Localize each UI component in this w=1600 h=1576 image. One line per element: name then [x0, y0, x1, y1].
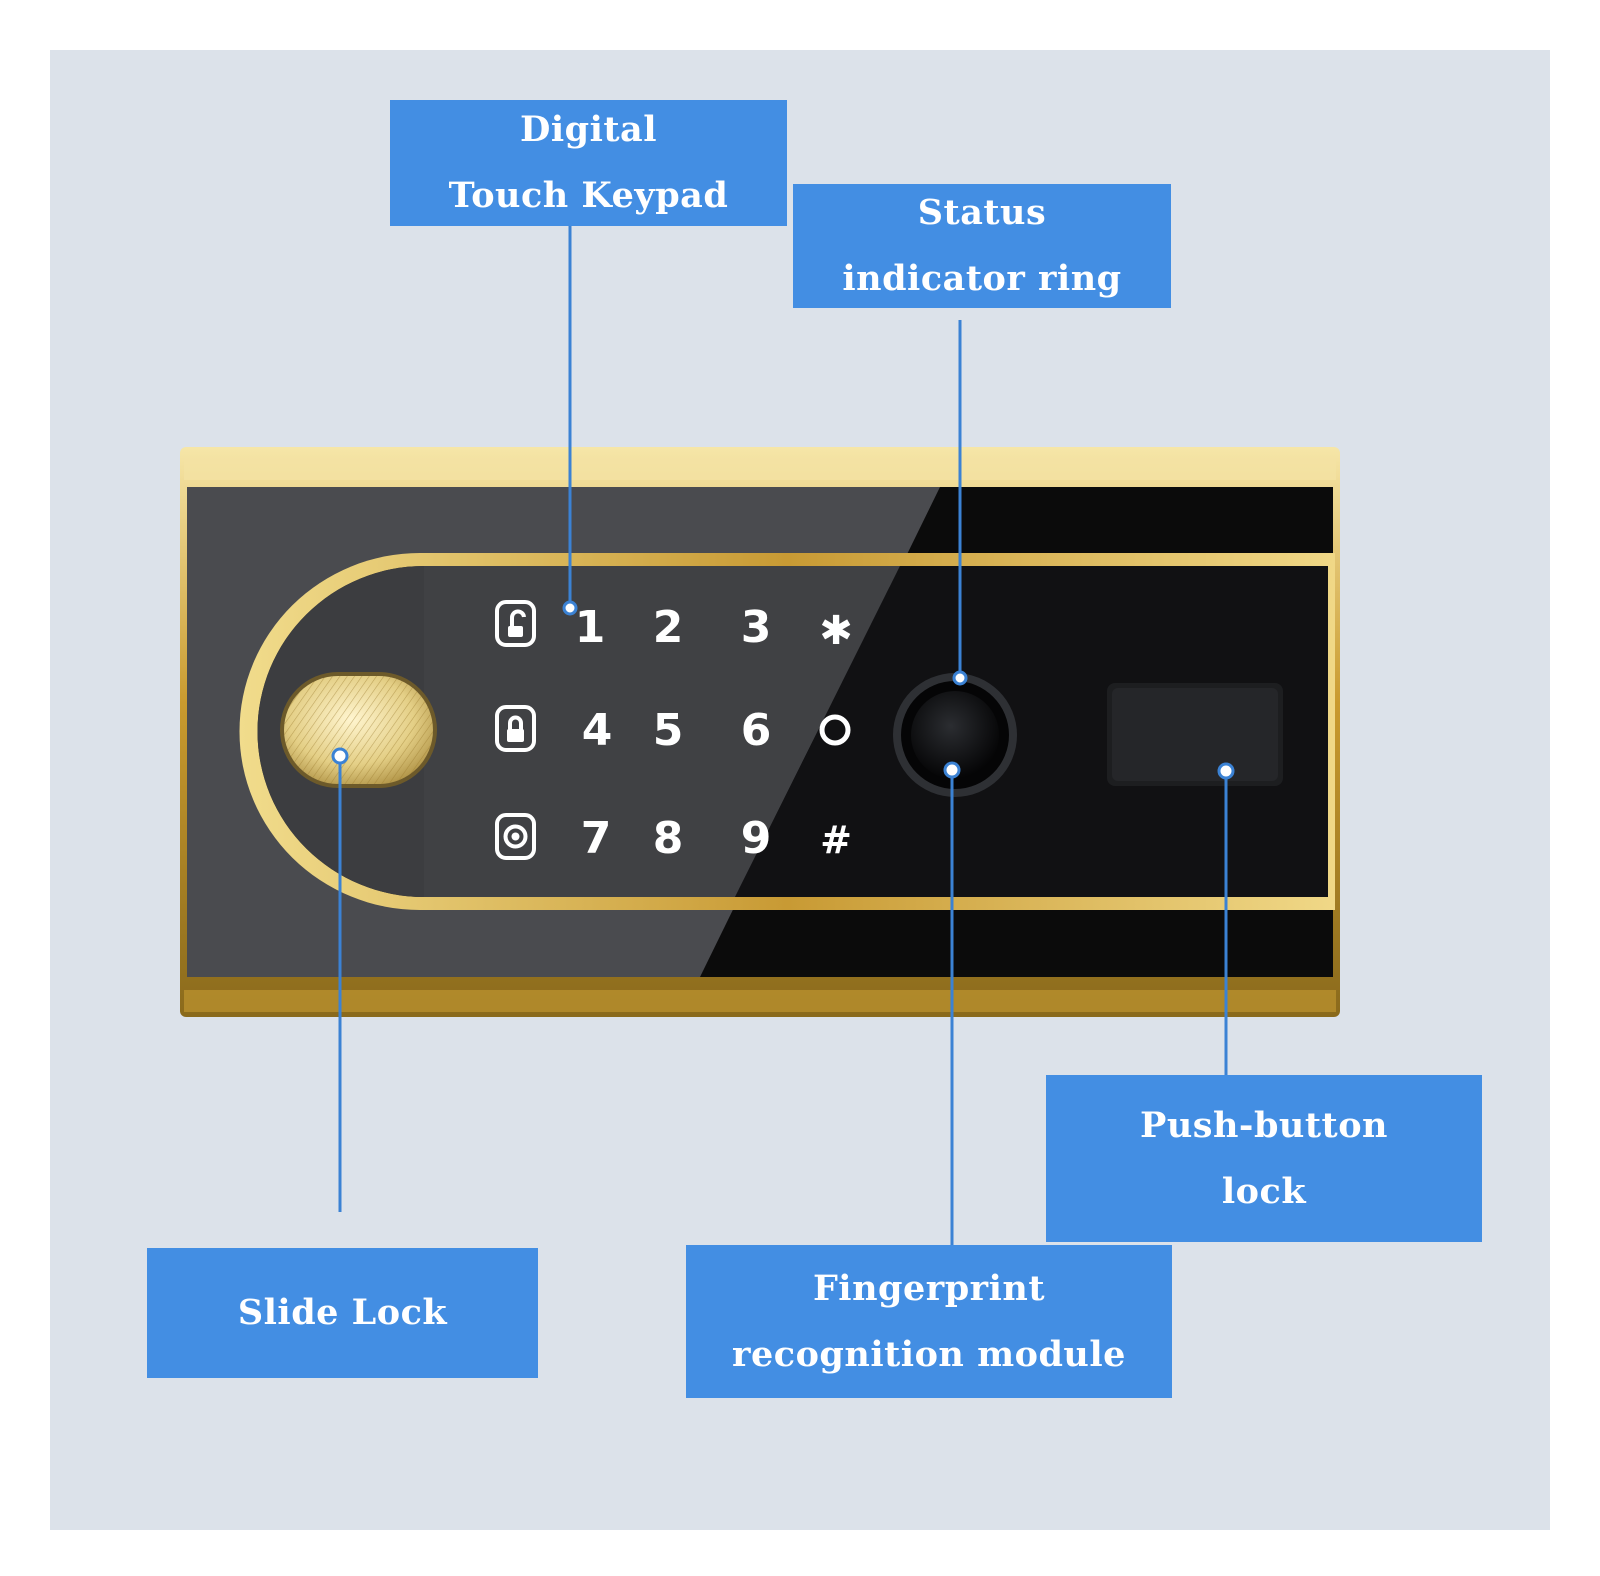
callout-fingerprint-line1: Fingerprint	[812, 1267, 1046, 1309]
key-9[interactable]: 9	[741, 813, 772, 864]
callout-slide-lock: Slide Lock	[147, 1248, 538, 1378]
callout-status-indicator-ring: Status indicator ring	[793, 184, 1171, 308]
key-8[interactable]: 8	[653, 813, 684, 864]
key-star[interactable]: ✱	[819, 608, 853, 654]
callout-status-indicator-ring-line2: indicator ring	[842, 258, 1122, 299]
ring-icon[interactable]	[819, 714, 851, 746]
key-hash[interactable]: #	[820, 818, 852, 862]
keypad-panel	[239, 553, 1335, 910]
leader-lines	[338, 224, 1228, 1245]
callout-push-button-lock: Push-button lock	[1046, 1075, 1482, 1242]
unlock-icon[interactable]	[495, 600, 536, 647]
callout-digital-touch-keypad: Digital Touch Keypad	[390, 100, 787, 226]
key-7[interactable]: 7	[581, 813, 612, 864]
callout-status-indicator-ring-line1: Status	[917, 192, 1047, 233]
key-5[interactable]: 5	[653, 705, 684, 756]
lock-icon[interactable]	[495, 705, 536, 752]
fingerprint-module[interactable]	[893, 673, 1017, 797]
key-1[interactable]: 1	[575, 602, 606, 653]
push-button-lock[interactable]	[1107, 683, 1283, 786]
key-4[interactable]: 4	[582, 705, 613, 756]
callout-fingerprint-recognition-module: Fingerprint recognition module	[686, 1245, 1172, 1398]
callout-push-button-lock-line2: lock	[1221, 1170, 1307, 1212]
callout-push-button-lock-line1: Push-button	[1140, 1104, 1388, 1146]
slide-lock-knob[interactable]	[280, 672, 437, 788]
callout-fingerprint-line2: recognition module	[732, 1333, 1126, 1375]
callout-slide-lock-line1: Slide Lock	[237, 1292, 448, 1333]
leader-dots	[331, 600, 1235, 780]
keypad-row-icons	[495, 600, 536, 860]
key-6[interactable]: 6	[741, 705, 772, 756]
key-2[interactable]: 2	[653, 602, 684, 653]
callout-digital-touch-keypad-line2: Touch Keypad	[448, 175, 729, 216]
callout-digital-touch-keypad-line1: Digital	[519, 109, 658, 150]
key-3[interactable]: 3	[741, 602, 772, 653]
fingerprint-settings-icon[interactable]	[495, 813, 536, 860]
